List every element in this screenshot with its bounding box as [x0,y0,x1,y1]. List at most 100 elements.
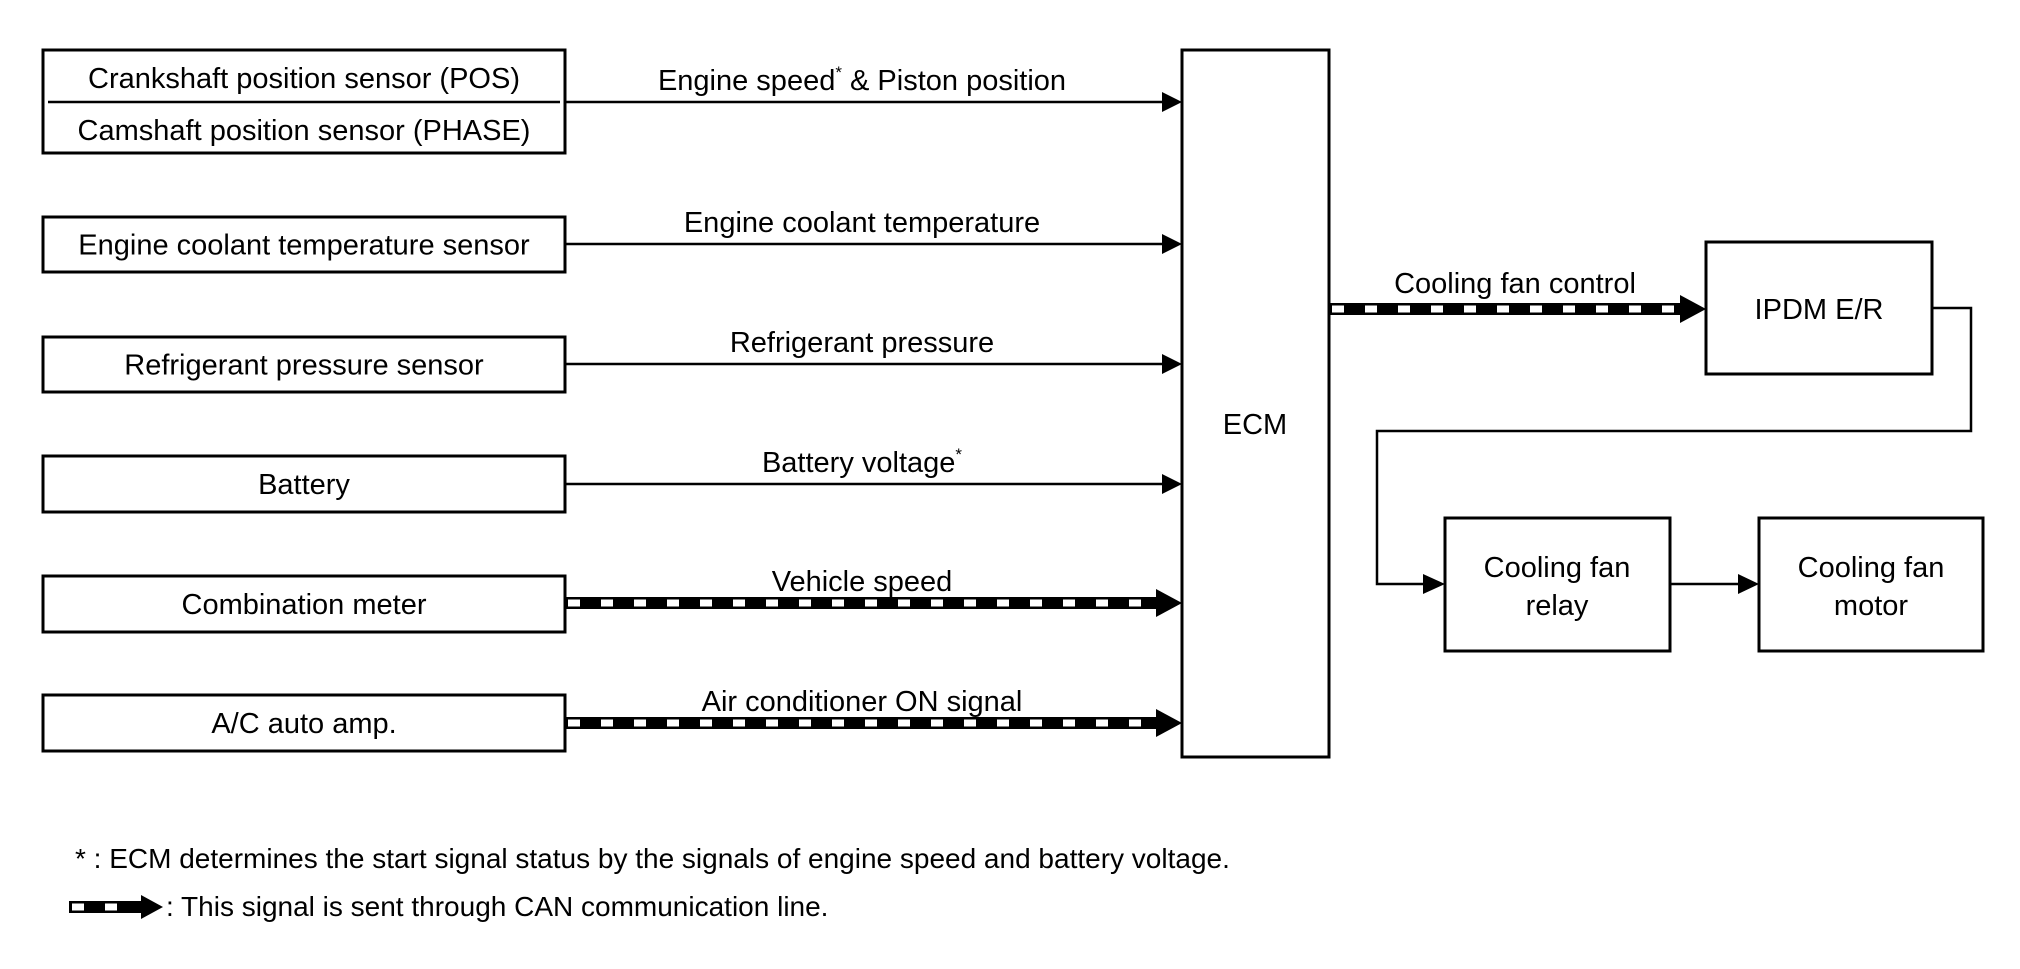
can-line-gap [700,599,712,607]
can-line-gap [997,719,1009,727]
signal-text: Refrigerant pressure [730,327,994,359]
can-line-gap [1365,305,1377,313]
cooling-fan-relay-label-line2: relay [1526,590,1589,622]
cooling-fan-control-signal [1329,295,1706,323]
can-line-gap [1596,305,1608,313]
refrigerant-signal [565,354,1182,374]
battery-signal [565,474,1182,494]
combination-meter-signal-label: Vehicle speed [772,566,953,598]
asterisk-footnote: * : ECM determines the start signal stat… [75,843,1230,874]
can-line-gap [832,719,844,727]
cooling-fan-relay-label-line1: Cooling fan [1484,552,1631,584]
signal-asterisk: * [835,63,842,82]
input-sensors: Crankshaft position sensor (POS)Camshaft… [41,48,1182,753]
ipdm-label: IPDM E/R [1755,294,1884,326]
signal-arrowhead [1162,354,1182,374]
crank-cam-signal-label: Engine speed* & Piston position [658,63,1066,97]
crank-cam-signal [565,92,1182,112]
combination-meter-can-signal [565,589,1182,617]
can-line-gap [1563,305,1575,313]
battery-label: Battery [258,469,350,501]
can-line-gap [964,719,976,727]
battery-signal-label: Battery voltage* [762,445,962,479]
can-line-gap [766,599,778,607]
ecm-block: ECM [1180,48,1331,759]
can-line-gap [568,719,580,727]
can-arrowhead [1156,589,1182,617]
battery-box [41,454,567,514]
cooling-fan-control-label: Cooling fan control [1394,268,1636,300]
ect-signal [565,234,1182,254]
ipdm-box [1704,240,1934,376]
signal-arrowhead [1162,92,1182,112]
can-line-gap [1129,599,1141,607]
signal-text: Engine speed [658,65,835,97]
input-ac-auto-amp: A/C auto amp. Air conditioner ON signal [41,686,1182,753]
cooling-fan-motor-label-line1: Cooling fan [1798,552,1945,584]
relay-input-arrowhead [1423,574,1445,594]
can-line-gap [898,719,910,727]
can-line-gap [865,599,877,607]
refrigerant-signal-label: Refrigerant pressure [730,327,994,359]
can-line-legend-icon [69,895,163,919]
can-footnote: : This signal is sent through CAN commun… [166,891,828,922]
can-line-gap [667,599,679,607]
refrigerant-label: Refrigerant pressure sensor [124,350,484,382]
can-line-gap [1063,599,1075,607]
can-line-gap [700,719,712,727]
ect-label: Engine coolant temperature sensor [78,230,530,262]
can-line-gap [601,599,613,607]
can-line-gap [667,719,679,727]
can-line-gap [1398,305,1410,313]
ac-auto-amp-box [41,693,567,753]
can-line-gap [1332,305,1344,313]
ac-auto-amp-label: A/C auto amp. [211,708,396,740]
signal-text: Engine coolant temperature [684,207,1040,239]
can-line-gap [1030,599,1042,607]
input-crank-cam: Crankshaft position sensor (POS)Camshaft… [41,48,1182,155]
can-line-gap [1662,305,1674,313]
crank-cam-label-2: Camshaft position sensor (PHASE) [78,115,531,147]
can-line-gap [1030,719,1042,727]
signal-text: Battery voltage [762,447,955,479]
input-refrigerant: Refrigerant pressure sensor Refrigerant p… [41,327,1182,394]
can-line-gap [634,719,646,727]
ac-auto-amp-can-signal [565,709,1182,737]
cooling-fan-motor-block: Cooling fan motor [1757,516,1985,653]
can-line-gap [1629,305,1641,313]
ecm-label: ECM [1223,409,1287,441]
can-line-gap [832,599,844,607]
can-line-gap [799,599,811,607]
can-line-gap [568,599,580,607]
input-ect: Engine coolant temperature sensor Engine … [41,207,1182,274]
can-arrowhead [1680,295,1706,323]
signal-text: Air conditioner ON signal [702,686,1023,718]
can-line-gap [1096,599,1108,607]
combination-meter-label: Combination meter [182,589,427,621]
cooling-fan-relay-block: Cooling fan relay [1443,516,1672,653]
can-line-gap [1497,305,1509,313]
can-line-gap [634,599,646,607]
ecm-to-ipdm-can-signal [1329,295,1706,323]
can-line-gap [865,719,877,727]
can-arrowhead [1156,709,1182,737]
signal-arrowhead [1162,234,1182,254]
can-line-gap [1431,305,1443,313]
can-line-gap [601,719,613,727]
legend-can-arrow [69,895,163,919]
cooling-fan-motor-label-line2: motor [1834,590,1908,622]
ecm-box [1180,48,1331,759]
can-line-gap [1063,719,1075,727]
signal-text: Vehicle speed [772,566,953,598]
can-line-gap [898,599,910,607]
can-line-gap [931,719,943,727]
cooling-fan-relay-box [1443,516,1672,653]
can-line-gap [799,719,811,727]
signal-asterisk: * [955,445,962,464]
ipdm-block: IPDM E/R [1704,240,1934,376]
motor-input-arrowhead [1738,574,1759,594]
can-line-gap [733,599,745,607]
ect-signal-label: Engine coolant temperature [684,207,1040,239]
can-line-gap [733,719,745,727]
